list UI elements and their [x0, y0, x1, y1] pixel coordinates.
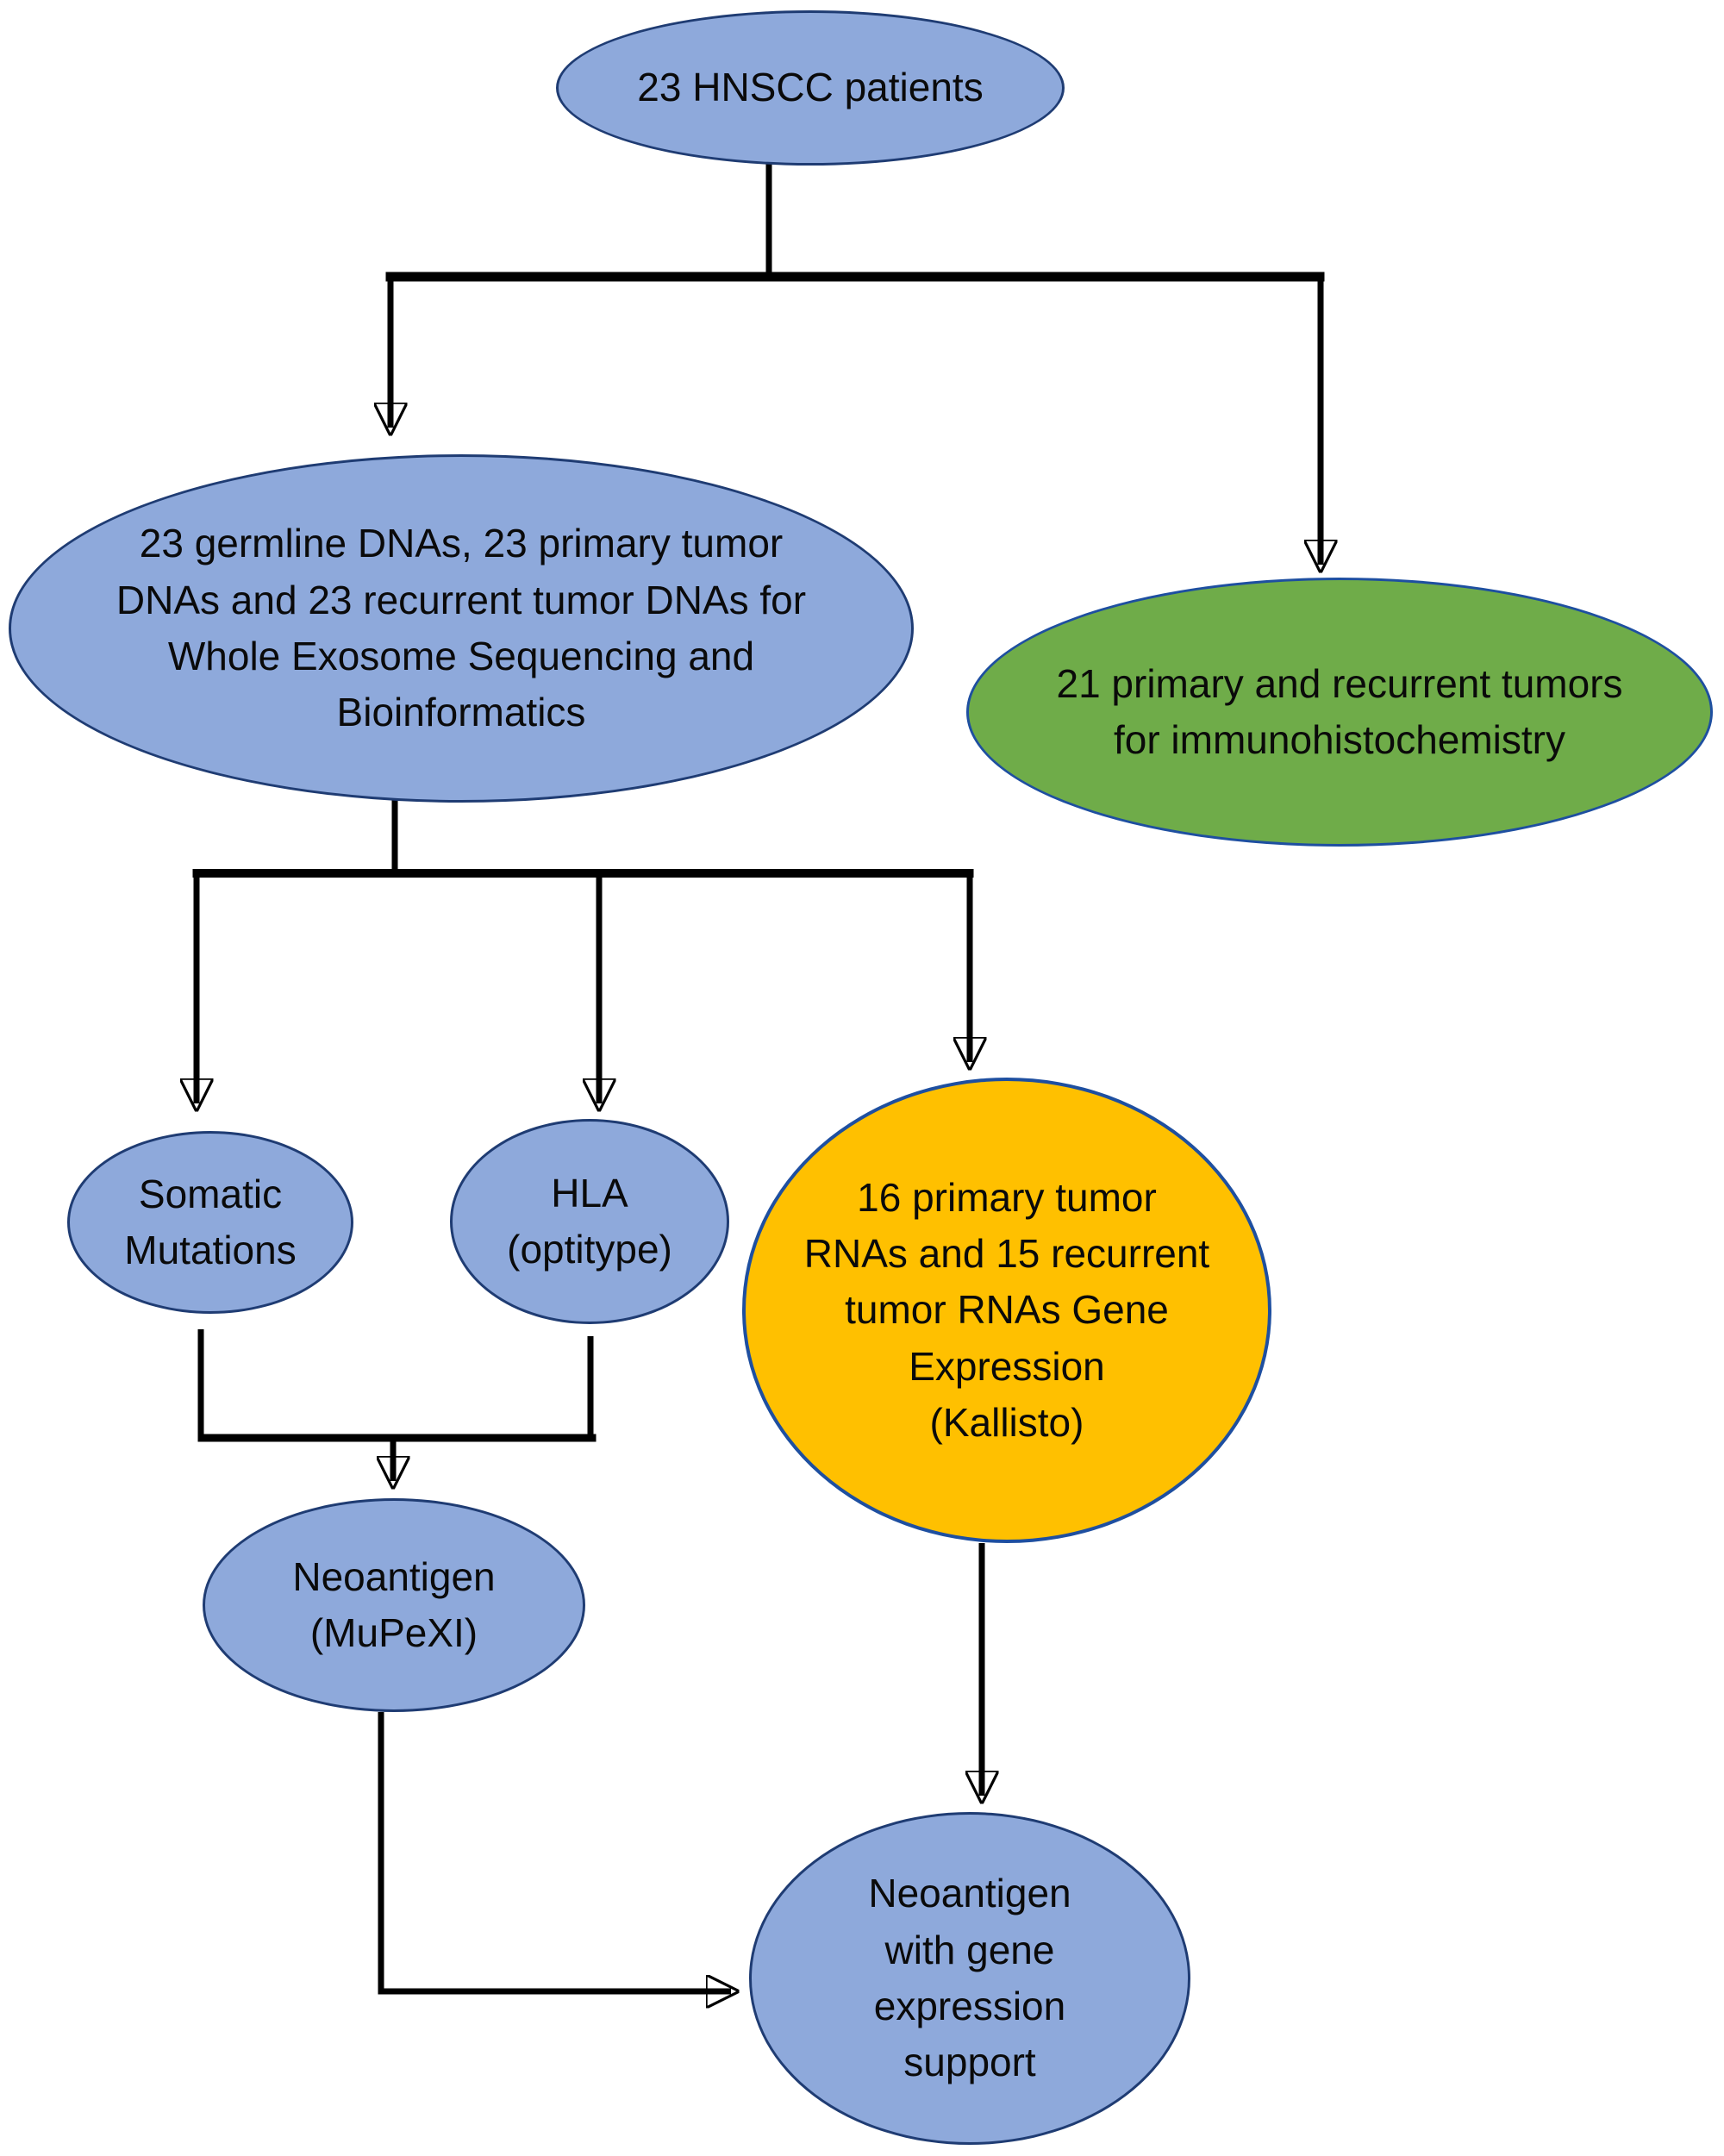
node-hnscc-patients-label: 23 HNSCC patients [637, 65, 984, 110]
node-immunohistochemistry-tumors-label: 21 primary and recurrent tumors for immu… [1056, 660, 1623, 762]
node-hla-optitype: HLA (optitype) [450, 1119, 729, 1324]
node-hla-optitype-label: HLA (optitype) [507, 1170, 672, 1272]
node-immunohistochemistry-tumors: 21 primary and recurrent tumors for immu… [966, 578, 1713, 847]
node-neoantigen-expression-support-label: Neoantigen with gene expression support [868, 1871, 1071, 2085]
node-somatic-mutations-label: Somatic Mutations [124, 1171, 297, 1272]
node-hnscc-patients: 23 HNSCC patients [556, 10, 1065, 166]
node-wes-dnas-label: 23 germline DNAs, 23 primary tumor DNAs … [116, 521, 807, 735]
node-neoantigen-mupexi-label: Neoantigen (MuPeXI) [292, 1553, 496, 1655]
node-neoantigen-mupexi: Neoantigen (MuPeXI) [203, 1498, 585, 1712]
node-rna-gene-expression: 16 primary tumor RNAs and 15 recurrent t… [742, 1078, 1271, 1543]
node-neoantigen-expression-support: Neoantigen with gene expression support [749, 1812, 1190, 2145]
node-wes-dnas: 23 germline DNAs, 23 primary tumor DNAs … [9, 454, 914, 803]
node-rna-gene-expression-label: 16 primary tumor RNAs and 15 recurrent t… [803, 1174, 1210, 1445]
arrow-mupexi-to-support [378, 1712, 731, 1991]
node-somatic-mutations: Somatic Mutations [67, 1131, 353, 1314]
